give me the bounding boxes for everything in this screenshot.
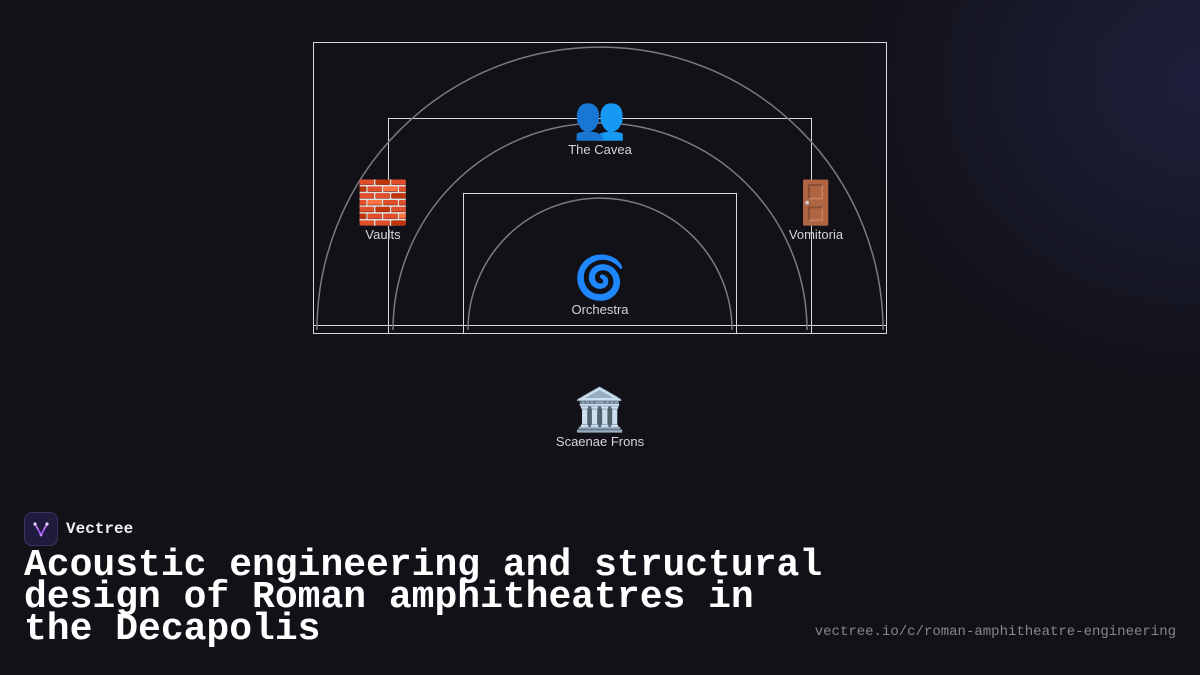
spiral-icon: 🌀 [573,253,627,302]
page-title: Acoustic engineering and structural desi… [24,544,823,651]
node-label-orchestra: Orchestra [571,302,629,317]
node-vaults: 🧱 Vaults [303,178,463,243]
node-label-vomitoria: Vomitoria [788,227,844,242]
node-label-vaults: Vaults [365,227,401,242]
node-label-the-cavea: The Cavea [568,142,632,157]
share-url[interactable]: vectree.io/c/roman-amphitheatre-engineer… [814,624,1176,640]
inner-tier-arc [467,197,733,331]
brick-wall-icon: 🧱 [356,178,410,227]
door-icon: 🚪 [789,178,843,227]
inner-tier-frame [463,193,737,334]
brand-name: Vectree [66,520,134,538]
node-label-scaenae-frons: Scaenae Frons [555,434,645,449]
people-icon: 👥 [573,93,627,142]
node-vomitoria: 🚪 Vomitoria [736,178,896,243]
node-orchestra: 🌀 Orchestra [520,253,680,318]
node-the-cavea: 👥 The Cavea [520,93,680,158]
node-scaenae-frons: 🏛️ Scaenae Frons [520,385,680,450]
vectree-logo-icon [24,512,58,546]
brand: Vectree [24,512,133,546]
middle-tier-arc [392,122,808,331]
outer-tier-arc [316,46,884,331]
classical-building-icon: 🏛️ [573,385,627,434]
